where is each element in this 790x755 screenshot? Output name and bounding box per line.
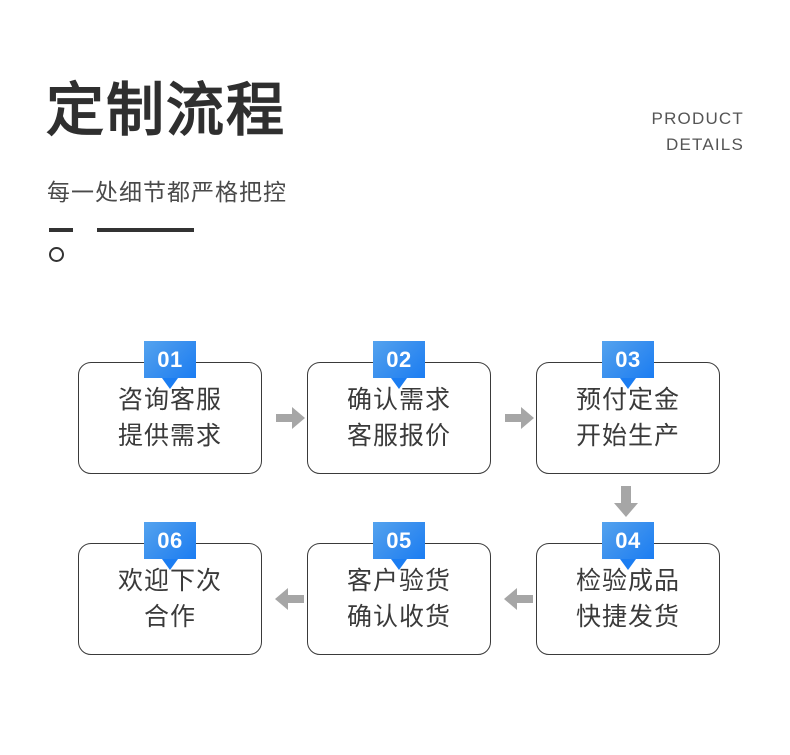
flow-step-01-line-2: 提供需求 [117,422,222,450]
flow-step-03-line-1: 预付定金 [575,385,680,414]
flow-step-02[interactable]: 02 确认需求 客服报价 [307,341,491,474]
arrow-left-icon-04-to-05 [503,586,533,612]
flow-step-05[interactable]: 05 客户验货 确认收货 [307,522,491,655]
eyebrow-line-1: PRODUCT [651,109,744,128]
step-number-badge-04: 04 [602,522,654,570]
step-number-badge-03: 03 [602,341,654,389]
decorative-rule-short [49,228,73,232]
arrow-left-icon-05-to-06 [274,586,304,612]
flow-step-02-line-2: 客服报价 [346,422,451,450]
step-number-badge-05: 05 [373,522,425,570]
flow-step-06-text: 欢迎下次 合作 [79,563,261,636]
step-number-badge-02: 02 [373,341,425,389]
page-title: 定制流程 [46,78,287,143]
flow-step-04-text: 检验成品 快捷发货 [537,563,719,636]
arrow-down-icon-03-to-04 [613,486,639,518]
step-number-badge-06: 06 [144,522,196,570]
flow-step-02-line-1: 确认需求 [346,385,451,414]
eyebrow-label: PRODUCT DETAILS [652,106,744,157]
decorative-circle-icon [49,247,64,262]
eyebrow-line-2: DETAILS [666,134,744,154]
flow-step-01[interactable]: 01 咨询客服 提供需求 [78,341,262,474]
flow-step-04-line-1: 检验成品 [575,566,680,595]
flow-step-04[interactable]: 04 检验成品 快捷发货 [536,522,720,655]
flow-step-06[interactable]: 06 欢迎下次 合作 [78,522,262,655]
flow-step-03-text: 预付定金 开始生产 [537,382,719,455]
flow-step-01-line-1: 咨询客服 [117,385,222,414]
flow-step-06-line-1: 欢迎下次 [117,566,222,595]
arrow-right-icon-01-to-02 [276,405,306,431]
flow-step-03[interactable]: 03 预付定金 开始生产 [536,341,720,474]
flow-step-04-line-2: 快捷发货 [575,603,680,631]
decorative-rule-long [97,228,194,232]
arrow-right-icon-02-to-03 [505,405,535,431]
flow-step-05-text: 客户验货 确认收货 [308,563,490,636]
flow-step-06-line-2: 合作 [143,603,196,631]
flow-step-03-line-2: 开始生产 [575,422,680,450]
step-number-badge-01: 01 [144,341,196,389]
flow-step-01-text: 咨询客服 提供需求 [79,382,261,455]
flow-step-02-text: 确认需求 客服报价 [308,382,490,455]
flow-step-05-line-2: 确认收货 [346,603,451,631]
flow-step-05-line-1: 客户验货 [346,566,451,595]
page-subtitle: 每一处细节都严格把控 [47,179,287,205]
